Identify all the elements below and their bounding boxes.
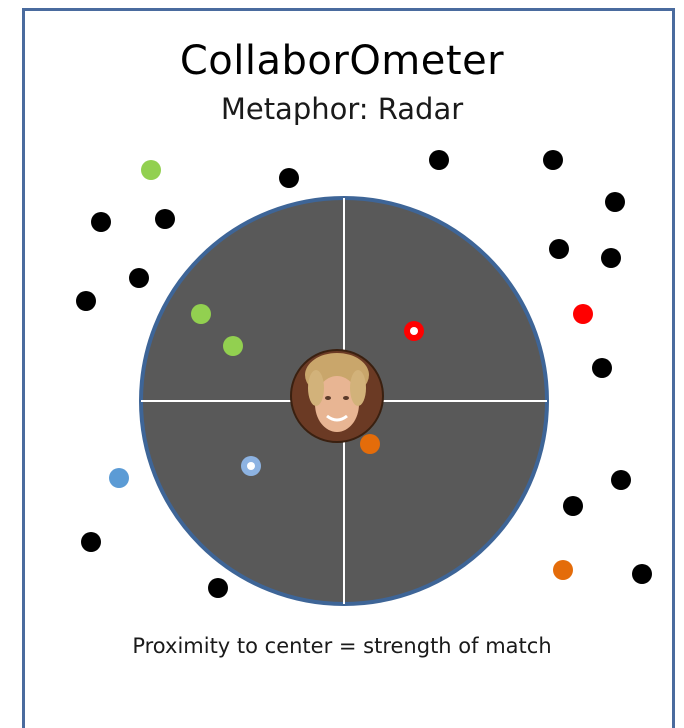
match-dot-blue-selected[interactable] <box>241 456 261 476</box>
radar-diagram <box>76 150 652 606</box>
match-dot-black[interactable] <box>81 532 101 552</box>
match-dot-black[interactable] <box>429 150 449 170</box>
match-dot-black[interactable] <box>611 470 631 490</box>
radar-caption: Proximity to center = strength of match <box>132 634 552 658</box>
match-dot-red-selected[interactable] <box>404 321 424 341</box>
page-subtitle: Metaphor: Radar <box>220 92 464 126</box>
match-dot-black[interactable] <box>549 239 569 259</box>
match-dot-black[interactable] <box>208 578 228 598</box>
match-dot-red[interactable] <box>573 304 593 324</box>
match-dot-black[interactable] <box>129 268 149 288</box>
page-title: CollaborOmeter <box>179 38 505 84</box>
match-dot-black[interactable] <box>632 564 652 584</box>
match-dot-green[interactable] <box>191 304 211 324</box>
match-dot-black[interactable] <box>601 248 621 268</box>
match-dot-black[interactable] <box>543 150 563 170</box>
center-avatar <box>290 349 384 443</box>
match-dot-orange[interactable] <box>360 434 380 454</box>
match-dot-orange[interactable] <box>553 560 573 580</box>
match-dot-black[interactable] <box>76 291 96 311</box>
outer-frame <box>22 8 675 728</box>
match-dot-black[interactable] <box>91 212 111 232</box>
match-dot-blue[interactable] <box>109 468 129 488</box>
match-dot-black[interactable] <box>592 358 612 378</box>
match-dot-black[interactable] <box>279 168 299 188</box>
match-dot-black[interactable] <box>605 192 625 212</box>
match-dot-green[interactable] <box>223 336 243 356</box>
match-dot-black[interactable] <box>563 496 583 516</box>
match-dot-green[interactable] <box>141 160 161 180</box>
match-dot-black[interactable] <box>155 209 175 229</box>
